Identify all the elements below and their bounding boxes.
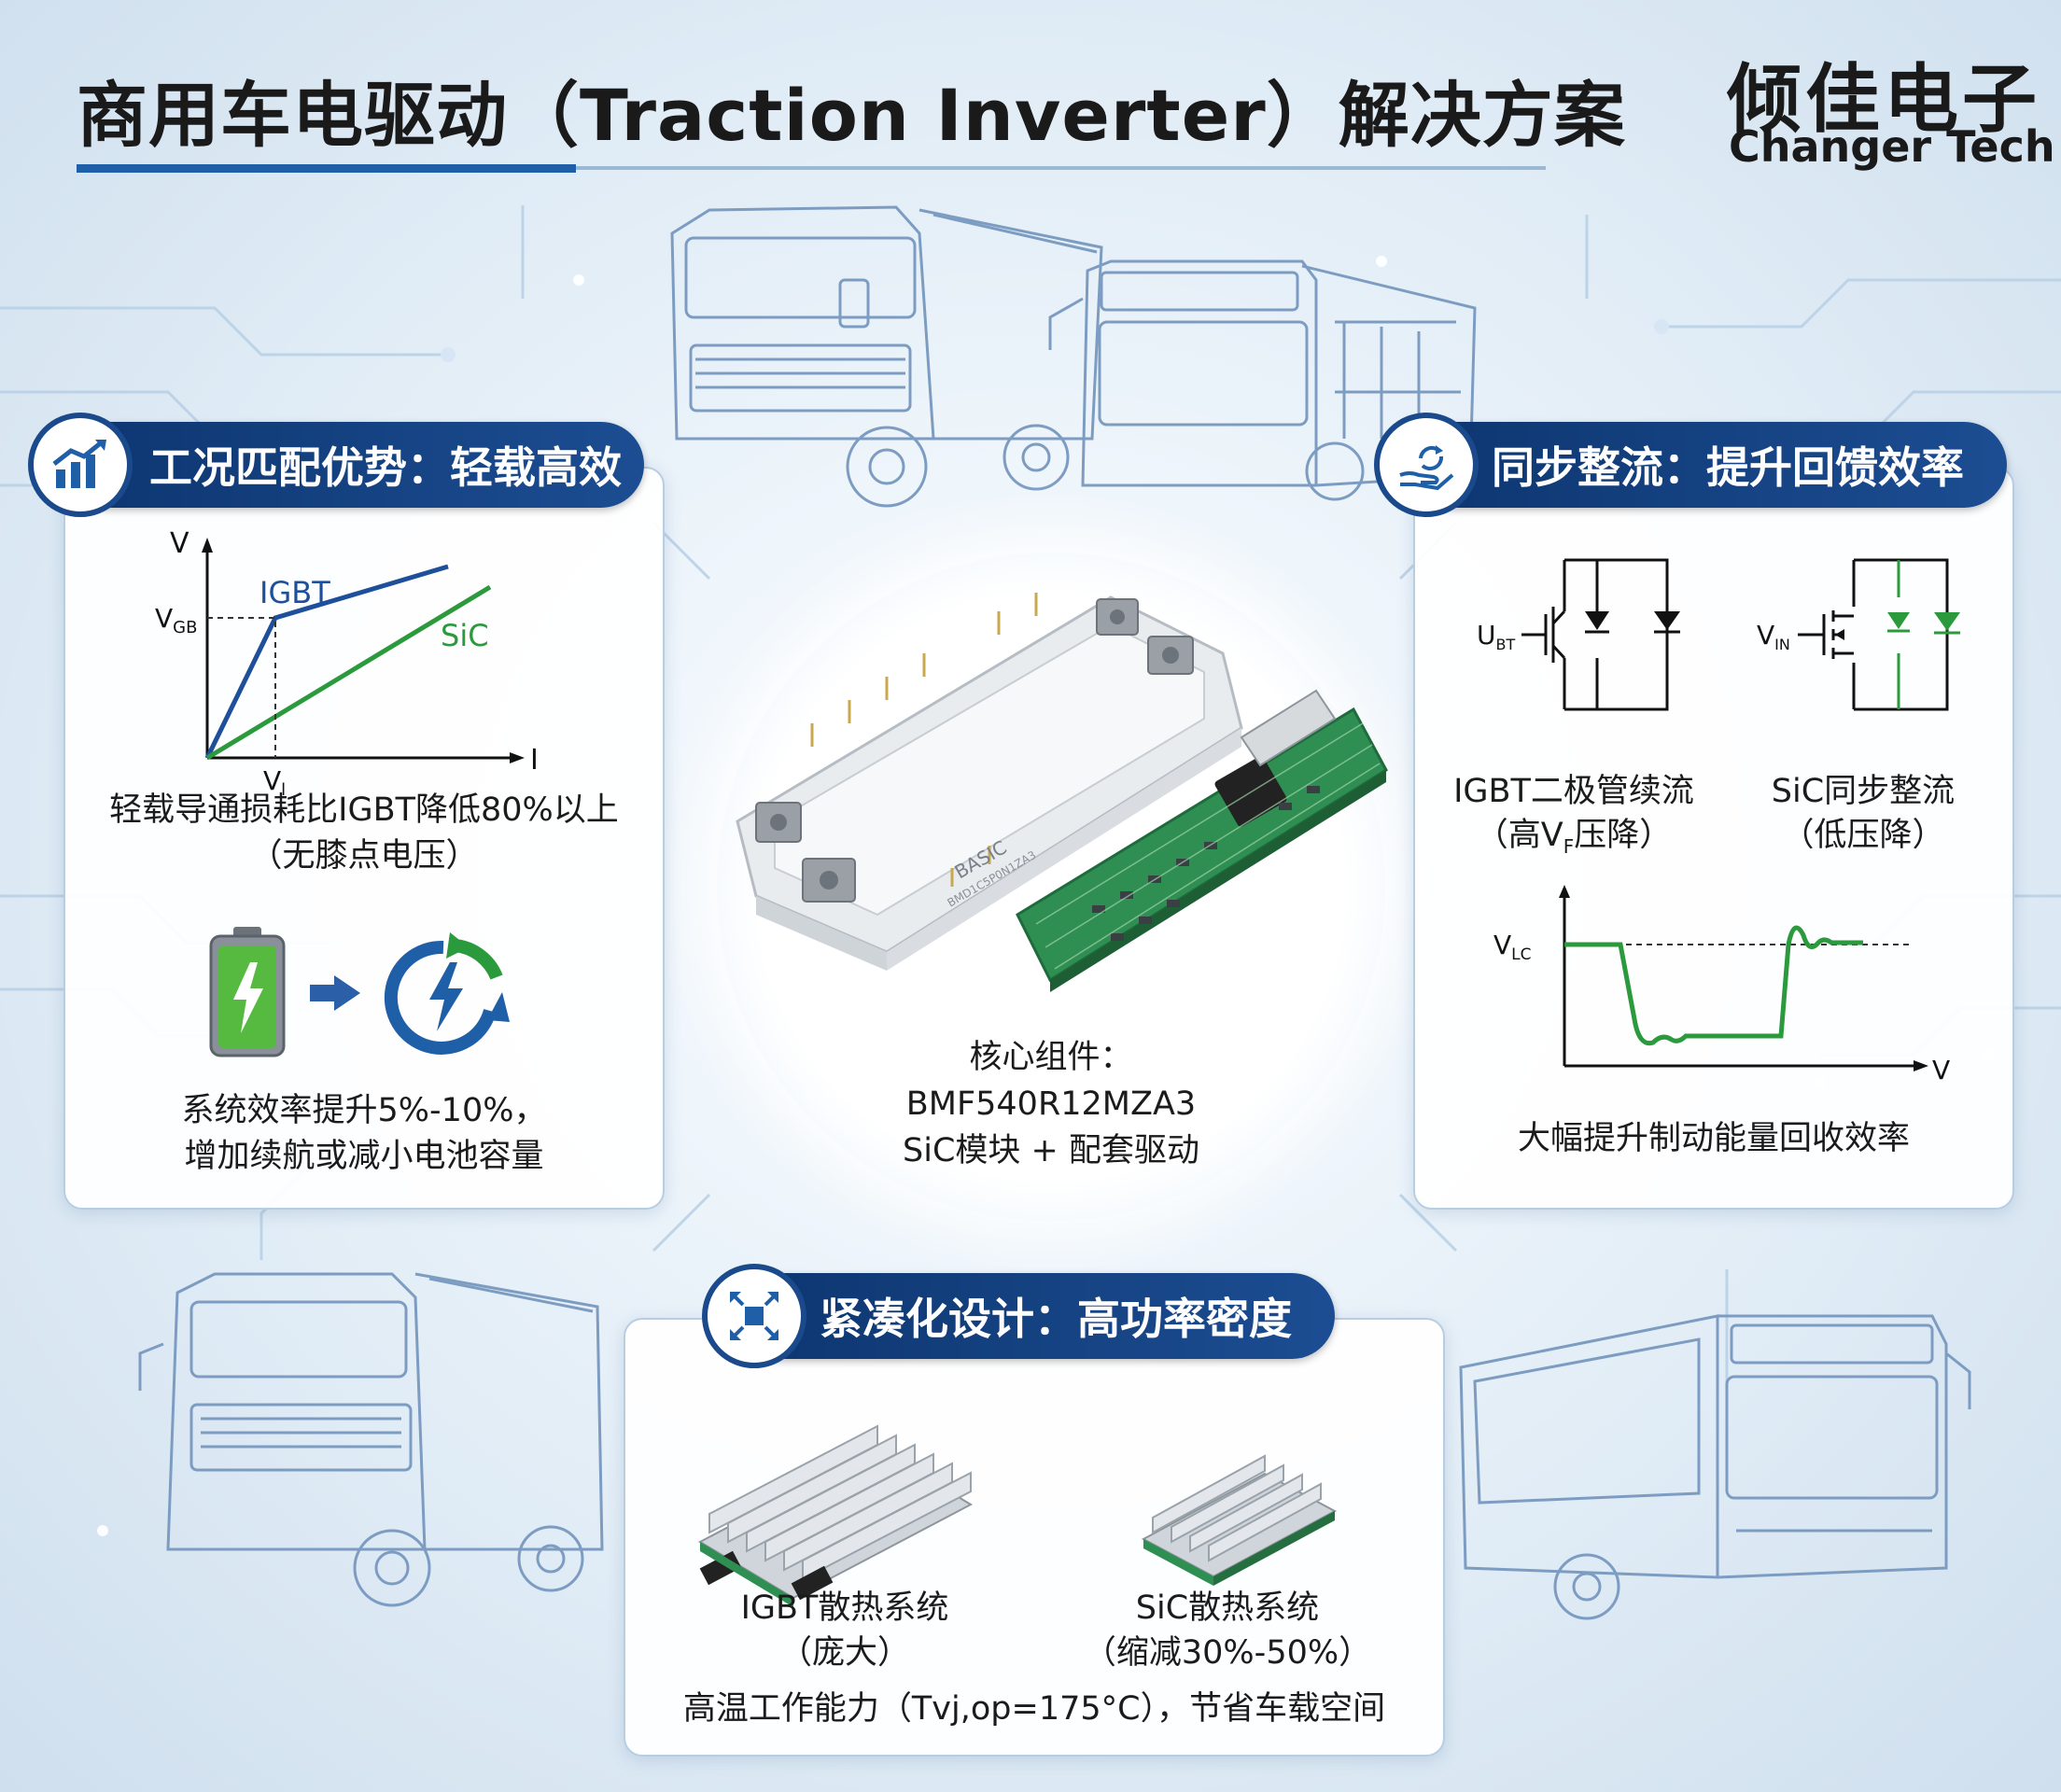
heading-sync-rectification-text: 同步整流：提升回馈效率 xyxy=(1492,442,1964,493)
sic-body-diode xyxy=(1887,612,1910,629)
igbt-curve xyxy=(204,564,449,760)
igbt-heatsink-caption-line1: IGBT散热系统 xyxy=(740,1589,949,1627)
page-title: 商用车电驱动（Traction Inverter）解决方案 xyxy=(77,74,1626,157)
sic-power-module xyxy=(736,593,1243,971)
y-axis-arrow xyxy=(202,538,213,553)
vi-characteristic-chart: V I IGBT SiC VGB Vl xyxy=(155,527,539,795)
bus-top-outline xyxy=(1048,259,1477,501)
title-underline xyxy=(77,166,1546,170)
voltage-waveform xyxy=(1564,925,1863,1046)
x-axis-label: I xyxy=(530,744,539,777)
sic-sync-diode xyxy=(1934,612,1960,631)
gate-driver-board xyxy=(1016,689,1388,992)
igbt-caption-line1: IGBT二极管续流 xyxy=(1453,773,1694,810)
knee-point-guides xyxy=(207,617,276,758)
heading-power-density: 紧凑化设计：高功率密度 xyxy=(737,1273,1335,1359)
chart-growth-icon xyxy=(28,413,133,517)
sic-heatsink-illustration xyxy=(1141,1454,1338,1586)
brand-name-cn: 倾佳电子 xyxy=(1727,56,2040,143)
hand-cycle-icon xyxy=(1374,413,1479,517)
sic-caption-line2: （低压降） xyxy=(1781,817,1945,854)
igbt-series-label: IGBT xyxy=(259,575,330,610)
sic-module-and-driver-illustration: BASIC BMD1C5P0N1ZA3 xyxy=(736,593,1388,992)
wave-x-label: V xyxy=(1932,1055,1950,1085)
sic-mosfet-schematic xyxy=(1798,558,1949,711)
left-caption-1-line1: 轻载导通损耗比IGBT降低80%以上 xyxy=(109,791,619,829)
heading-power-density-text: 紧凑化设计：高功率密度 xyxy=(820,1294,1292,1344)
title-underline-accent xyxy=(77,164,576,173)
right-caption: 大幅提升制动能量回收效率 xyxy=(1517,1120,1910,1157)
center-caption-line1: 核心组件： xyxy=(969,1039,1133,1076)
y-axis-label: V xyxy=(170,527,189,560)
switch-schematics: UBT VIN xyxy=(1477,558,1960,711)
energy-cycle-icon xyxy=(384,932,510,1055)
igbt-caption-line2: （高VF压降） xyxy=(1475,817,1673,858)
wave-y-label: VLC xyxy=(1493,930,1532,964)
panel-synchronous-rectification: UBT VIN IGBT二极管续流 （高VF压降） SiC同步整流 （低压降） … xyxy=(1413,467,2014,1210)
brand-name-en: Changer Tech xyxy=(1729,121,2055,172)
left-caption-2-line2: 增加续航或减小电池容量 xyxy=(184,1138,544,1175)
igbt-heatsink-illustration xyxy=(697,1424,974,1607)
panel-high-power-density: IGBT散热系统 （庞大） SiC散热系统 （缩减30%-50%） 高温工作能力… xyxy=(624,1318,1445,1757)
efficiency-illustration xyxy=(209,927,510,1057)
compact-arrows-icon xyxy=(702,1264,806,1368)
center-caption-line3: SiC模块 + 配套驱动 xyxy=(903,1132,1199,1169)
bus-bottom-outline xyxy=(1459,1314,1971,1620)
arrow-right-icon xyxy=(310,975,360,1011)
x-axis-arrow xyxy=(510,752,525,763)
sic-heatsink-caption-line2: （缩减30%-50%） xyxy=(1083,1634,1372,1672)
igbt-gate-label: UBT xyxy=(1477,620,1515,653)
truck-bottom-outline xyxy=(138,1272,604,1607)
voltage-waveform-chart: VLC V xyxy=(1493,885,1950,1085)
left-caption-1-line2: （无膝点电压） xyxy=(249,837,479,875)
truck-top-outline xyxy=(670,205,1103,508)
heading-light-load: 工况匹配优势：轻载高效 xyxy=(65,422,644,508)
vgb-label: VGB xyxy=(155,603,197,637)
heading-sync-rectification: 同步整流：提升回馈效率 xyxy=(1409,422,2007,508)
battery-icon xyxy=(209,927,286,1057)
sic-heatsink-caption-line1: SiC散热系统 xyxy=(1135,1589,1320,1627)
sic-curve xyxy=(205,584,492,761)
sic-gate-label: VIN xyxy=(1757,620,1790,653)
igbt-schematic xyxy=(1521,558,1669,711)
bottom-footer-caption: 高温工作能力（Tvj,op=175°C），节省车载空间 xyxy=(682,1690,1386,1728)
igbt-freewheel-diode xyxy=(1654,611,1680,630)
panel-light-load-efficiency: V I IGBT SiC VGB Vl 轻载导通损耗比IGBT降低80%以上 （… xyxy=(63,467,665,1210)
center-caption-line2: BMF540R12MZA3 xyxy=(905,1085,1197,1123)
igbt-body-diode xyxy=(1585,611,1609,630)
sic-caption-line1: SiC同步整流 xyxy=(1771,773,1956,810)
heading-light-load-text: 工况匹配优势：轻载高效 xyxy=(149,442,622,493)
igbt-heatsink-caption-line2: （庞大） xyxy=(778,1634,910,1672)
vl-label: Vl xyxy=(263,765,286,795)
left-caption-2-line1: 系统效率提升5%-10%， xyxy=(181,1092,547,1129)
sic-series-label: SiC xyxy=(441,618,489,653)
